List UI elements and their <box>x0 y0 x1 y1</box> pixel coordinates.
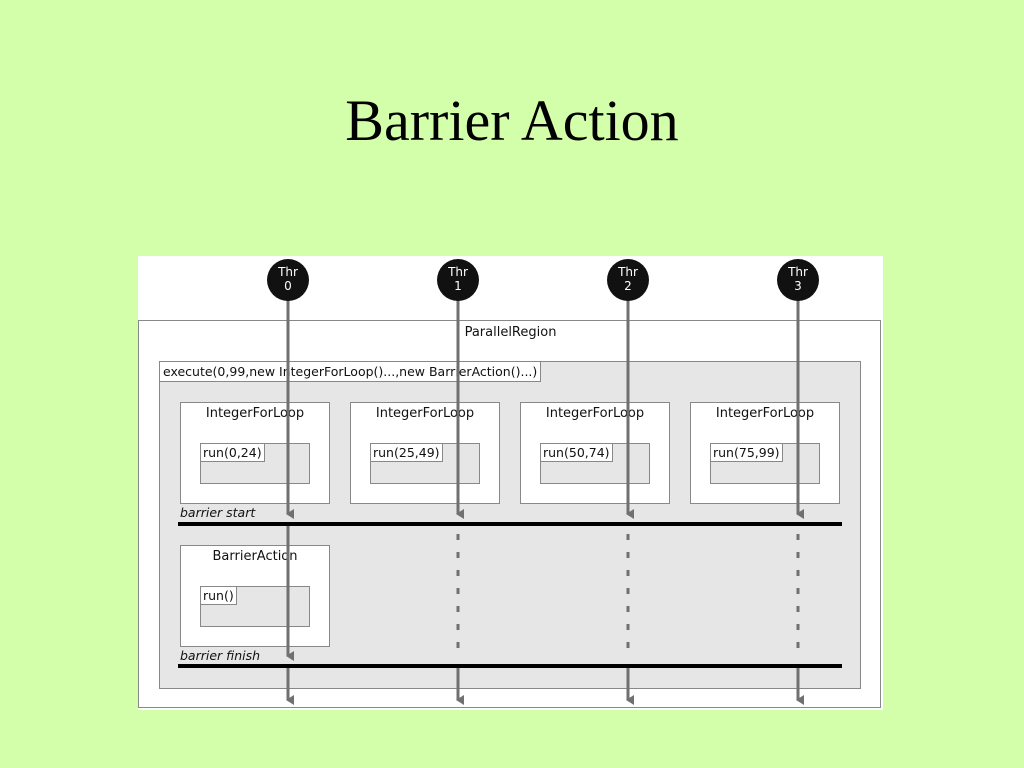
for-loop-box-1: IntegerForLoop run(25,49) <box>350 402 500 504</box>
thread-node-3-line1: Thr <box>788 265 808 279</box>
barrier-start-label: barrier start <box>180 505 256 520</box>
for-loop-label-3: IntegerForLoop <box>715 406 815 421</box>
barrier-finish-label: barrier finish <box>180 648 261 663</box>
run-box-1: run(25,49) <box>370 443 480 484</box>
run-box-0: run(0,24) <box>200 443 310 484</box>
barrier-action-label: BarrierAction <box>212 549 298 564</box>
for-loop-label-0: IntegerForLoop <box>205 406 305 421</box>
for-loop-box-2: IntegerForLoop run(50,74) <box>520 402 670 504</box>
run-label-1: run(25,49) <box>371 444 443 462</box>
run-label-2: run(50,74) <box>541 444 613 462</box>
thread-node-3-line2: 3 <box>794 279 802 293</box>
thread-node-2-line2: 2 <box>624 279 632 293</box>
for-loop-label-2: IntegerForLoop <box>545 406 645 421</box>
barrier-finish-line <box>178 664 842 668</box>
parallel-diagram: ParallelRegion execute(0,99,new IntegerF… <box>138 256 883 710</box>
thread-node-1: Thr 1 <box>437 259 479 301</box>
for-loop-box-3: IntegerForLoop run(75,99) <box>690 402 840 504</box>
barrier-start-line <box>178 522 842 526</box>
barrier-action-run-label: run() <box>201 587 237 605</box>
thread-node-1-line1: Thr <box>448 265 468 279</box>
thread-node-2: Thr 2 <box>607 259 649 301</box>
for-loop-box-0: IntegerForLoop run(0,24) <box>180 402 330 504</box>
run-label-0: run(0,24) <box>201 444 265 462</box>
barrier-action-run-box: run() <box>200 586 310 627</box>
thread-node-2-line1: Thr <box>618 265 638 279</box>
barrier-action-box: BarrierAction run() <box>180 545 330 647</box>
thread-node-1-line2: 1 <box>454 279 462 293</box>
slide-title: Barrier Action <box>345 88 679 153</box>
run-box-2: run(50,74) <box>540 443 650 484</box>
parallel-region-label: ParallelRegion <box>464 325 557 340</box>
run-box-3: run(75,99) <box>710 443 820 484</box>
run-label-3: run(75,99) <box>711 444 783 462</box>
thread-node-0-line2: 0 <box>284 279 292 293</box>
thread-node-3: Thr 3 <box>777 259 819 301</box>
thread-node-0-line1: Thr <box>278 265 298 279</box>
thread-node-0: Thr 0 <box>267 259 309 301</box>
execute-label: execute(0,99,new IntegerForLoop()...,new… <box>160 362 542 382</box>
for-loop-label-1: IntegerForLoop <box>375 406 475 421</box>
